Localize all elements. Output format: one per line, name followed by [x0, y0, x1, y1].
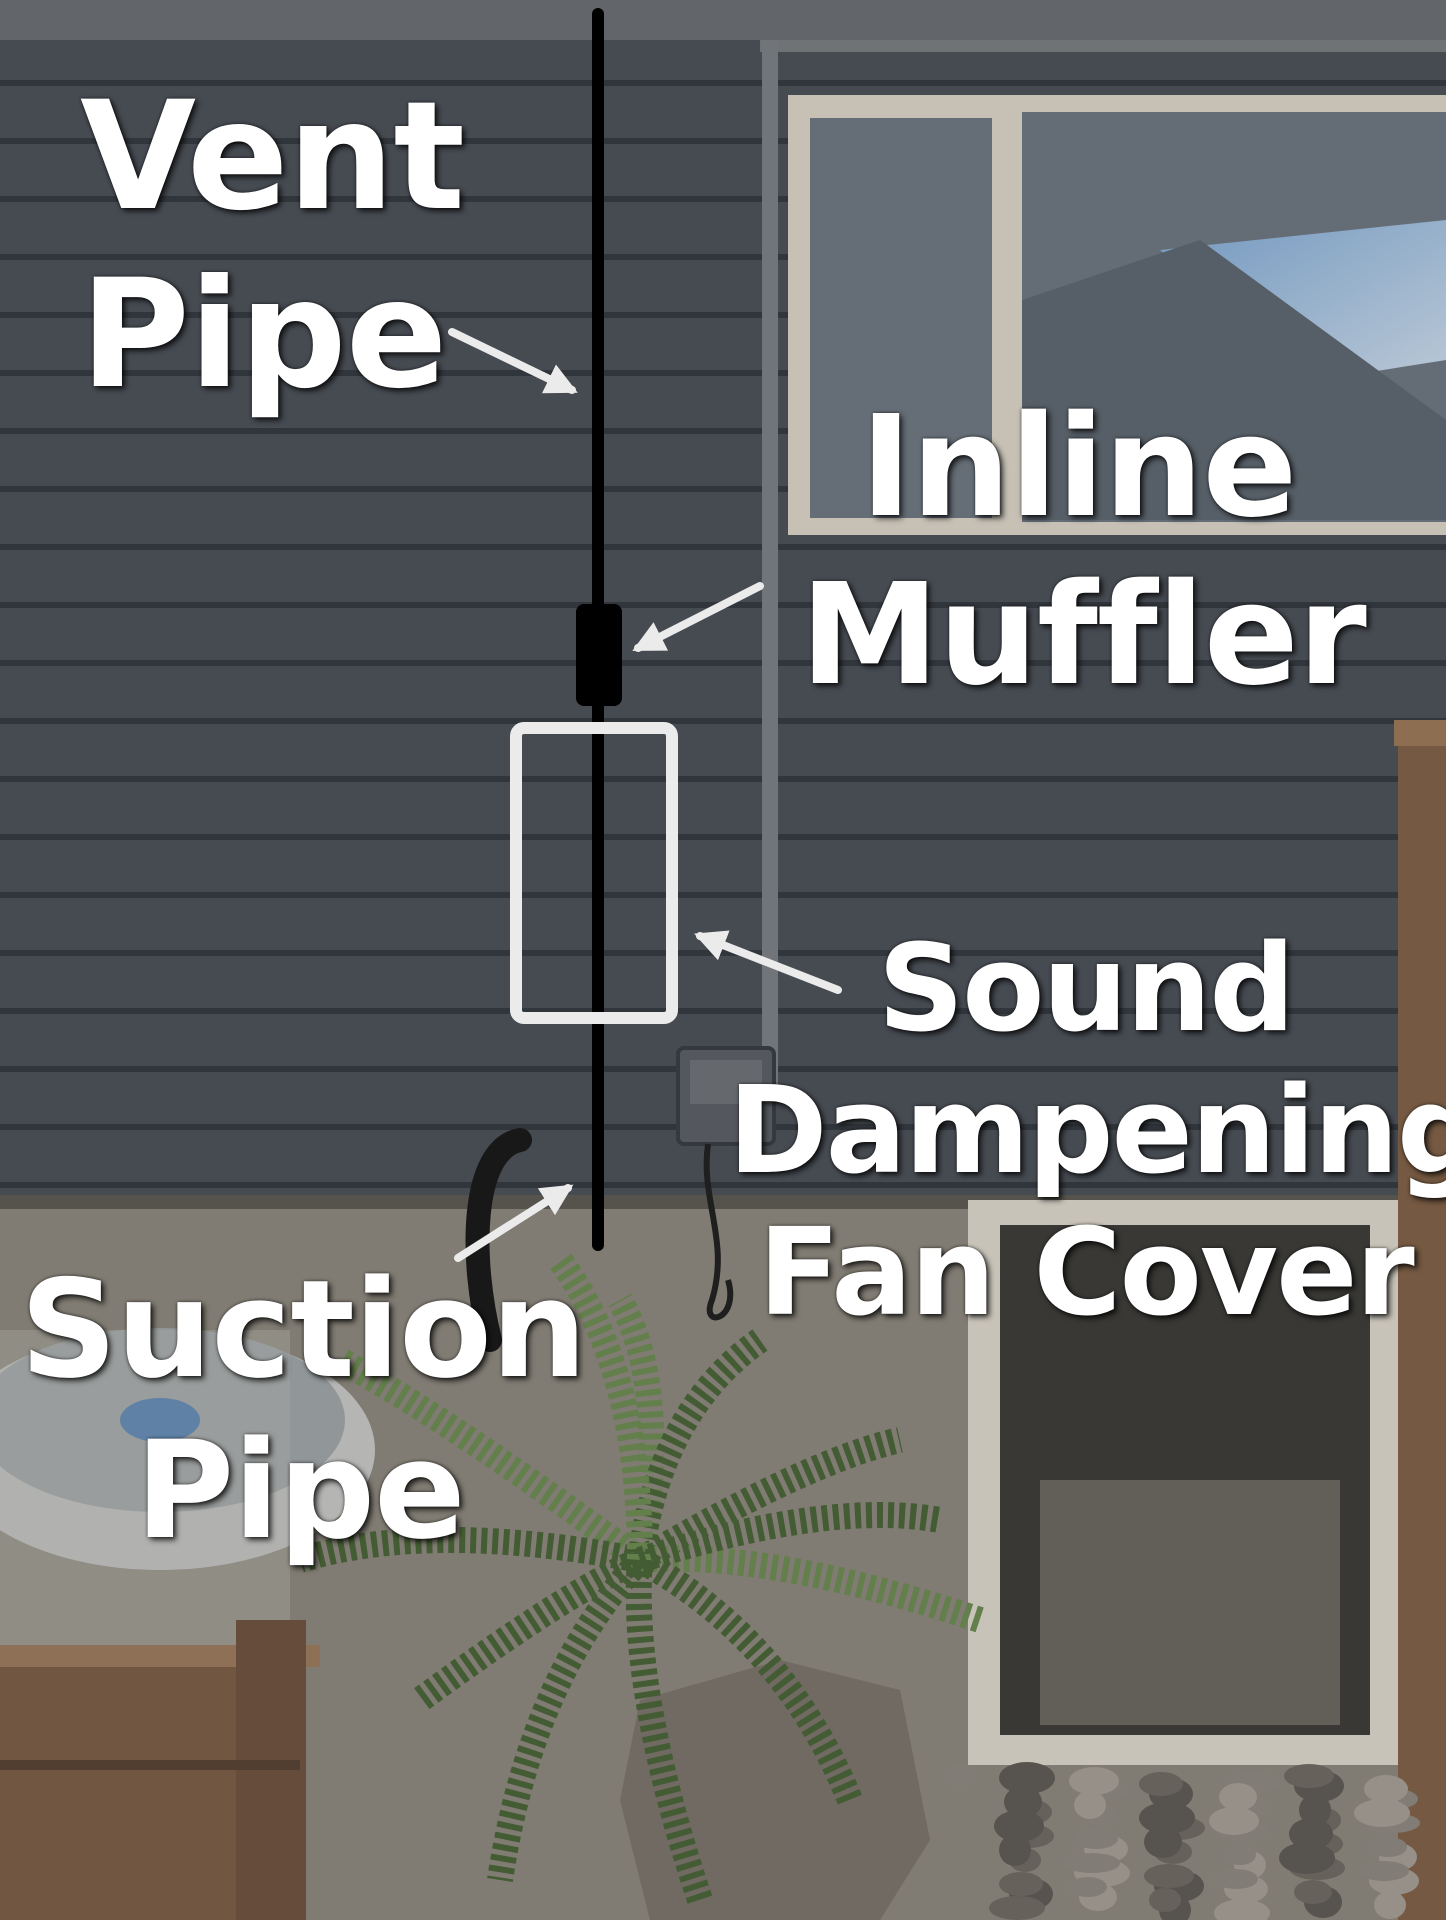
siding-board-edge: [0, 370, 1446, 376]
rock: [1359, 1861, 1409, 1881]
rock: [1144, 1864, 1194, 1888]
annotation-arrows: [448, 328, 842, 1262]
fan-cover-label-line3: Fan Cover: [758, 1204, 1414, 1343]
siding-board-edge: [0, 312, 1446, 318]
fascia: [0, 0, 1446, 40]
suction-pipe-label: Suction Pipe: [20, 1251, 587, 1584]
rock: [989, 1896, 1045, 1920]
siding-board-edge: [0, 486, 1446, 492]
fern-plant: [296, 1252, 985, 1905]
rock: [1364, 1775, 1408, 1803]
fern-frond: [296, 1527, 643, 1573]
fan-cover-outline: [510, 722, 678, 1024]
siding-board-edge: [0, 544, 1446, 550]
rock: [1354, 1799, 1410, 1827]
lower-window: [968, 1200, 1398, 1765]
rock: [1139, 1802, 1195, 1834]
fan-cover-label-line2: Dampening: [728, 1062, 1446, 1201]
rock: [999, 1834, 1031, 1866]
inline-muffler-shape: [576, 604, 622, 706]
siding-board-edge: [0, 138, 1446, 144]
ac-unit: [0, 1328, 375, 1660]
inline-muffler-label-line1: Inline: [860, 386, 1297, 549]
electrical-box: [676, 1046, 776, 1321]
river-rocks: [944, 1762, 1420, 1920]
suction-pipe-arrow: [454, 1184, 574, 1262]
inline-muffler-label: Inline Muffler: [800, 386, 1367, 717]
boulder: [620, 1660, 930, 1920]
vent-pipe-label-line2: Pipe: [80, 248, 447, 422]
radon-pipe: [510, 8, 678, 1251]
rock: [1369, 1837, 1407, 1857]
fan-cover-arrow: [694, 930, 842, 994]
rock: [1219, 1783, 1257, 1811]
gutter-line: [760, 40, 1446, 52]
rock: [1144, 1826, 1182, 1858]
fern-frond: [636, 1502, 943, 1573]
siding-board-edge: [0, 254, 1446, 260]
rock: [1064, 1853, 1120, 1873]
siding-board-edge: [0, 718, 1446, 724]
downspout: [762, 40, 778, 1090]
rock: [1069, 1877, 1107, 1897]
suction-pipe-label-line1: Suction: [20, 1251, 587, 1408]
rock: [1214, 1869, 1258, 1889]
rock: [994, 1810, 1044, 1842]
planter-box: [0, 1620, 320, 1920]
rock: [1074, 1829, 1118, 1849]
rock: [999, 1872, 1043, 1896]
rock: [944, 1765, 976, 1785]
fern-frond: [333, 1348, 648, 1571]
rock: [1149, 1888, 1181, 1912]
fan-cover-label: Sound Dampening Fan Cover: [728, 920, 1446, 1356]
siding-board-edge: [0, 80, 1446, 86]
suction-pipe-label-line2: Pipe: [135, 1412, 465, 1569]
vent-pipe-label-line1: Vent: [80, 70, 465, 244]
wood-fence: [1394, 720, 1446, 1920]
siding-board-edge: [0, 428, 1446, 434]
inline-muffler-label-line2: Muffler: [800, 554, 1367, 717]
rock: [1289, 1818, 1333, 1850]
siding-board-edge: [0, 892, 1446, 898]
fern-frond: [487, 1551, 650, 1882]
fern-frond: [633, 1548, 863, 1805]
siding-board-edge: [0, 660, 1446, 666]
rock: [1294, 1880, 1332, 1904]
black-hose: [465, 1128, 532, 1352]
rock: [1069, 1767, 1119, 1795]
siding-board-edge: [0, 834, 1446, 840]
upper-window: [788, 95, 1446, 535]
vent-pipe-label: Vent Pipe: [80, 70, 465, 438]
rock: [1284, 1764, 1334, 1788]
rock: [1299, 1794, 1331, 1826]
rock: [1214, 1899, 1270, 1920]
rock: [1209, 1807, 1259, 1835]
muffler-arrow: [632, 582, 764, 652]
siding-board-edge: [0, 776, 1446, 782]
siding-board-edge: [0, 196, 1446, 202]
fern-frond: [412, 1548, 646, 1711]
fern-frond: [625, 1559, 713, 1905]
rock: [1374, 1891, 1406, 1919]
fern-frond: [549, 1252, 653, 1561]
siding-board-edge: [0, 1008, 1446, 1014]
vent-pipe-arrow: [448, 328, 578, 394]
siding-board-edge: [0, 1182, 1446, 1188]
fan-cover-label-line1: Sound: [877, 920, 1296, 1059]
rock: [1004, 1786, 1042, 1818]
rock: [1139, 1772, 1183, 1796]
rock: [999, 1762, 1055, 1794]
rock: [1074, 1791, 1106, 1819]
rock: [1279, 1842, 1335, 1874]
rock: [1224, 1845, 1256, 1865]
